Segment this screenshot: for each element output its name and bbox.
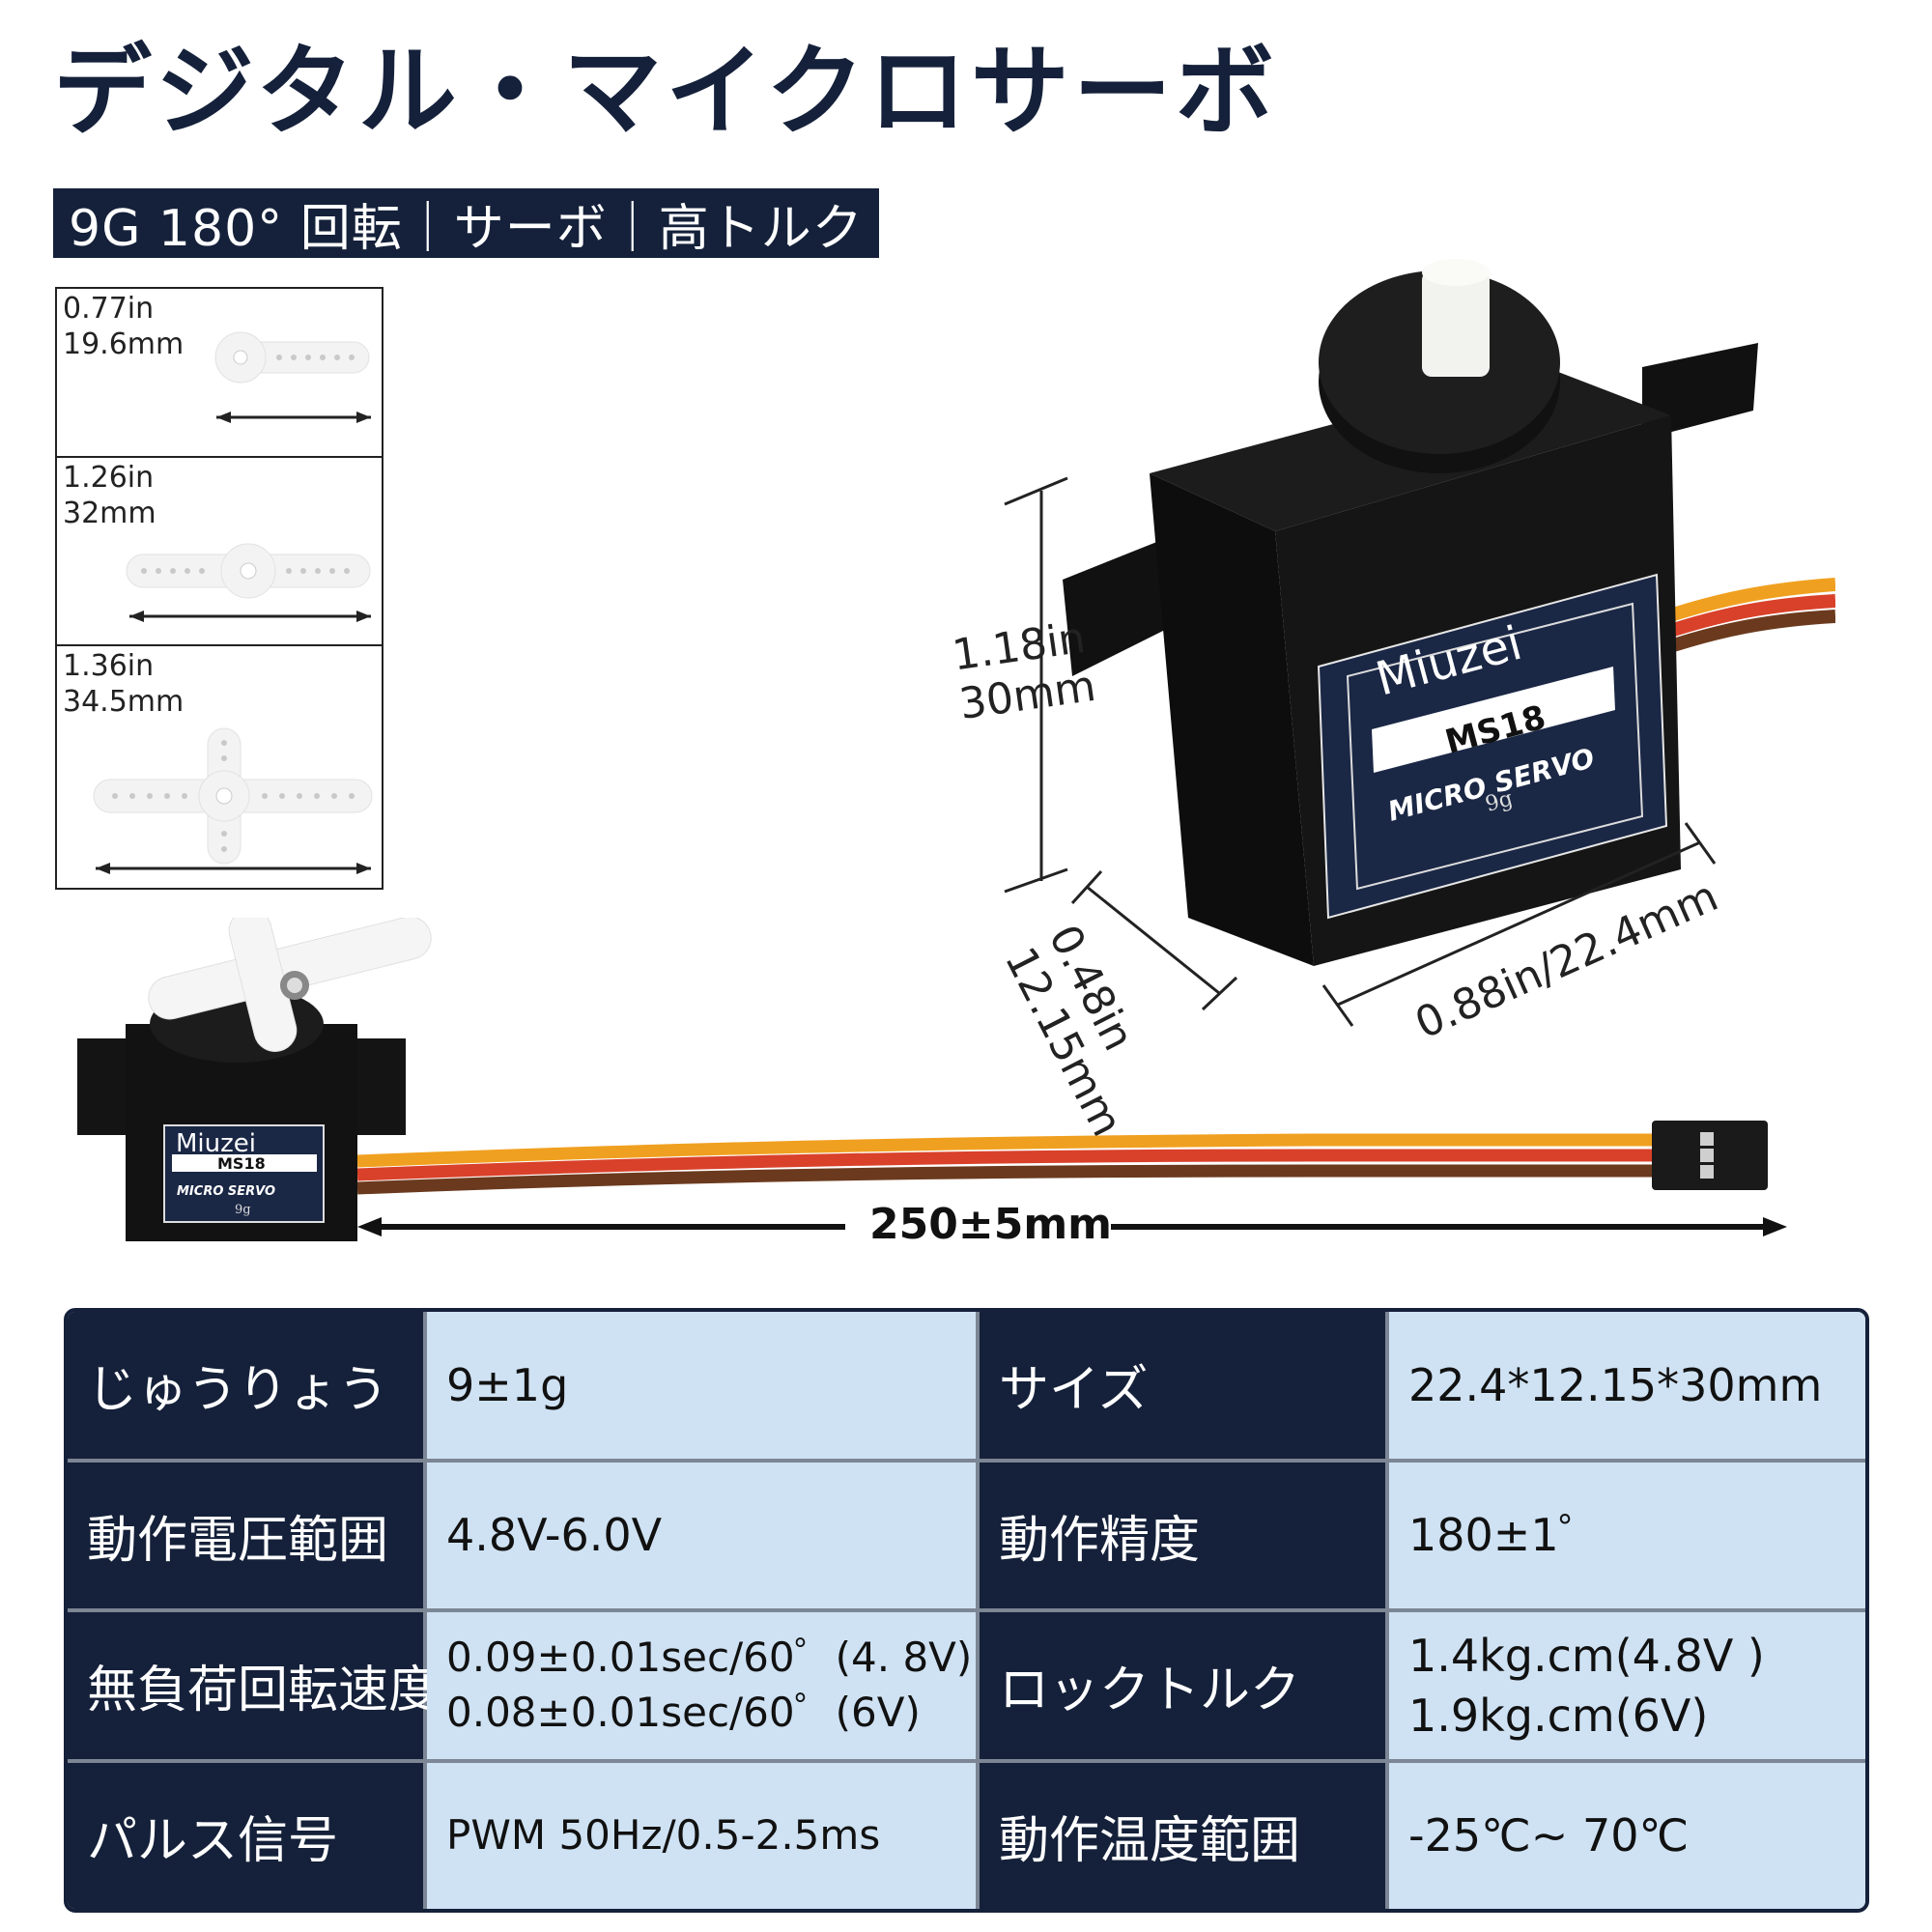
- height-label: 1.18in 30mm: [950, 613, 1098, 729]
- spec-value-line: 0.09±0.01sec/60゜(4. 8V): [446, 1634, 973, 1682]
- spec-value-accuracy: 180±1゜: [1389, 1462, 1865, 1608]
- spec-value-line: 1.4kg.cm(4.8V ): [1408, 1629, 1765, 1682]
- spec-value-weight: 9±1g: [427, 1312, 976, 1459]
- spec-value-torque: 1.4kg.cm(4.8V ) 1.9kg.cm(6V): [1389, 1612, 1865, 1759]
- depth-dimension-line: [1070, 869, 1238, 1011]
- horn-mm: 34.5mm: [63, 685, 185, 719]
- small-model-text: MS18: [217, 1154, 266, 1173]
- cable-wires: [356, 1133, 1662, 1195]
- spec-value-line: 22.4*12.15*30mm: [1408, 1358, 1823, 1411]
- width-dimension-line: [1321, 822, 1717, 1027]
- small-weight-text: 9g: [235, 1203, 251, 1217]
- horn-inch: 1.36in: [63, 649, 155, 683]
- single-arm-horn-icon: [214, 331, 371, 423]
- horn-mm: 19.6mm: [63, 327, 185, 361]
- spec-label-weight: じゅうりょう: [68, 1312, 423, 1459]
- spec-value-line: -25℃~ 70℃: [1408, 1809, 1690, 1862]
- spec-value-temperature: -25℃~ 70℃: [1389, 1762, 1865, 1909]
- spec-label-speed: 無負荷回転速度: [68, 1612, 439, 1759]
- page-title: デジタル・マイクロサーボ: [53, 35, 1278, 150]
- spec-value-speed: 0.09±0.01sec/60゜(4. 8V) 0.08±0.01sec/60゜…: [427, 1612, 976, 1759]
- cable-length-label: 250±5mm: [869, 1200, 1113, 1249]
- cross-horn-icon: [93, 727, 373, 874]
- spec-value-line: 0.08±0.01sec/60゜(6V): [446, 1688, 921, 1736]
- servo-wires: [1659, 578, 1835, 656]
- spec-value-line: PWM 50Hz/0.5-2.5ms: [446, 1810, 881, 1859]
- small-servo-label: [163, 1124, 325, 1223]
- servo-side-face: [1150, 473, 1314, 966]
- spec-value-line: 9±1g: [446, 1358, 569, 1411]
- spec-label-size: サイズ: [980, 1312, 1385, 1459]
- subtitle-banner: 9G 180° 回転｜サーボ｜高トルク: [53, 188, 879, 258]
- spec-value-line: 180±1゜: [1408, 1509, 1604, 1562]
- small-type-text: MICRO SERVO: [177, 1184, 275, 1199]
- height-dimension-line: [1004, 476, 1068, 894]
- spec-label-accuracy: 動作精度: [980, 1462, 1385, 1608]
- spec-label-pulse: パルス信号: [68, 1762, 423, 1909]
- horn-mm: 32mm: [63, 497, 156, 530]
- spec-value-size: 22.4*12.15*30mm: [1389, 1312, 1865, 1459]
- spec-value-line: 4.8V-6.0V: [446, 1509, 663, 1562]
- spec-table: じゅうりょう 9±1g サイズ 22.4*12.15*30mm 動作電圧範囲 4…: [64, 1308, 1869, 1913]
- servo-dimension-diagram: Miuzei MS18 MICRO SERVO 9g: [1004, 259, 1835, 1027]
- output-shaft: [1422, 270, 1490, 377]
- spec-value-pulse: PWM 50Hz/0.5-2.5ms: [427, 1762, 976, 1909]
- spec-grid: じゅうりょう 9±1g サイズ 22.4*12.15*30mm 動作電圧範囲 4…: [68, 1312, 1865, 1909]
- small-servo-horn: [148, 918, 432, 1052]
- left-mount-tab: [1063, 541, 1169, 676]
- servo-cable-diagram: Miuzei MS18 MICRO SERVO 9g: [77, 918, 1787, 1241]
- spec-label-temperature: 動作温度範囲: [980, 1762, 1385, 1909]
- small-brand-text: Miuzei: [176, 1129, 256, 1158]
- spec-label-torque: ロックトルク: [980, 1612, 1385, 1759]
- spec-value-voltage: 4.8V-6.0V: [427, 1462, 976, 1608]
- spec-label-voltage: 動作電圧範囲: [68, 1462, 423, 1608]
- spec-value-line: 1.9kg.cm(6V): [1408, 1689, 1709, 1742]
- horn-inch: 1.26in: [63, 461, 155, 495]
- horn-inch: 0.77in: [63, 292, 155, 326]
- double-arm-horn-icon: [126, 543, 371, 622]
